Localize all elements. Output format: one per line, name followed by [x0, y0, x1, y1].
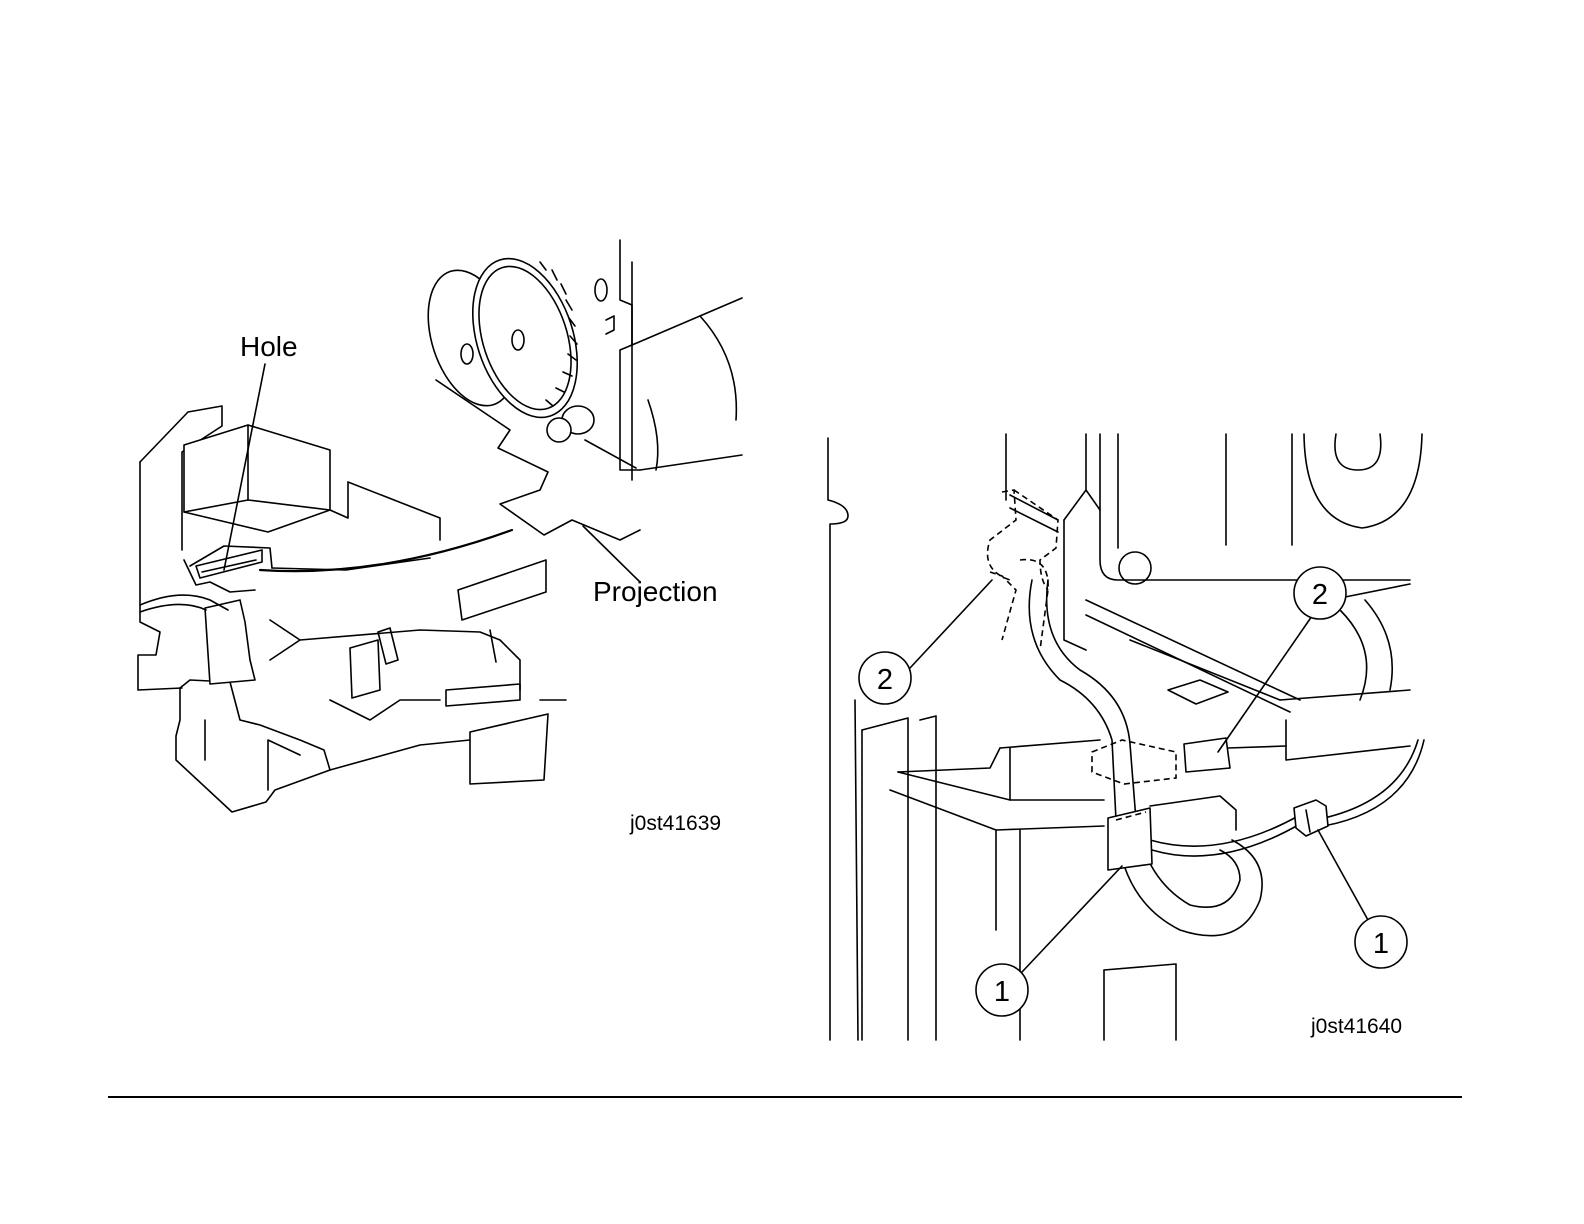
- svg-text:2: 2: [877, 664, 893, 696]
- left-figure-id: j0st41639: [629, 812, 721, 835]
- harness-guide-body: [138, 406, 566, 812]
- projection-label: Projection: [593, 576, 718, 607]
- svg-text:1: 1: [994, 976, 1010, 1008]
- svg-text:1: 1: [1373, 928, 1389, 960]
- connector-1-left: [1108, 808, 1152, 870]
- callout-1-left: 1: [976, 964, 1028, 1016]
- left-figure: Hole Projection j0st41639: [138, 240, 742, 835]
- svg-text:2: 2: [1312, 579, 1328, 611]
- callout-1-right-leader: [1318, 830, 1368, 920]
- callout-2-right: 2: [1294, 567, 1346, 619]
- callout-2-left-leader: [910, 580, 992, 668]
- hole-slot: [196, 550, 262, 578]
- callout-2-left: 2: [859, 652, 911, 704]
- hole-label: Hole: [240, 331, 298, 362]
- callout-1-left-leader: [1022, 866, 1122, 972]
- drive-gear-assembly: [412, 240, 742, 540]
- connector-1-right: [1294, 800, 1328, 836]
- right-figure: 2 2 1 1 j0st41640: [828, 434, 1424, 1040]
- callout-1-right: 1: [1355, 916, 1407, 968]
- right-figure-id: j0st41640: [1310, 1015, 1402, 1038]
- frame-structure: [828, 434, 1424, 1040]
